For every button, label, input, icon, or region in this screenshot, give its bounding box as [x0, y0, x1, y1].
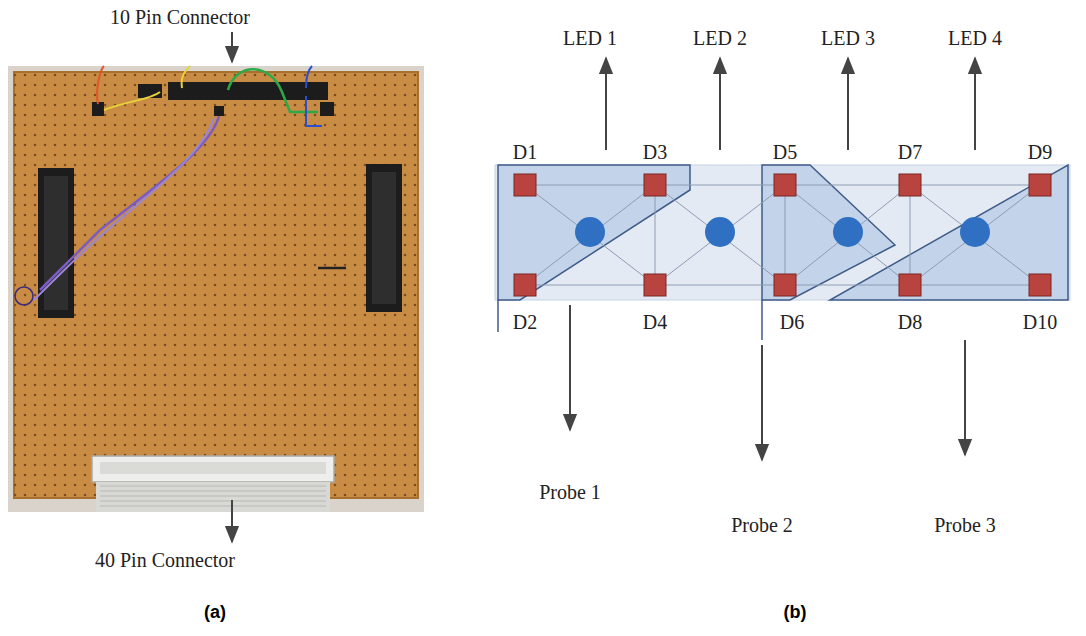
electrode-label: D3	[643, 141, 667, 164]
leader-arrow	[231, 500, 233, 542]
electrode-label: D6	[780, 311, 804, 334]
part-label: 10 Pin Connector	[110, 6, 250, 29]
electrode-label: D2	[513, 311, 537, 334]
probe-label: Probe 3	[934, 514, 996, 537]
electrode-label: D7	[898, 141, 922, 164]
electrode-schematic	[495, 165, 1070, 340]
panel-label: (b)	[784, 602, 807, 623]
electrode-label: D4	[643, 311, 667, 334]
led-label: LED 3	[821, 27, 875, 50]
panel-label: (a)	[204, 602, 226, 623]
probe-label: Probe 2	[731, 514, 793, 537]
probe-label: Probe 1	[539, 481, 601, 504]
electrode-label: D8	[898, 311, 922, 334]
electrode-label: D9	[1028, 141, 1052, 164]
part-label: 40 Pin Connector	[95, 549, 235, 572]
leader-arrow	[231, 32, 233, 62]
led-label: LED 1	[563, 27, 617, 50]
led-label: LED 4	[948, 27, 1002, 50]
led-label: LED 2	[693, 27, 747, 50]
electrode-label: D5	[773, 141, 797, 164]
electrode-label: D1	[513, 141, 537, 164]
electrode-label: D10	[1023, 311, 1057, 334]
board-photo	[8, 66, 424, 512]
leader-arrows	[570, 58, 975, 460]
